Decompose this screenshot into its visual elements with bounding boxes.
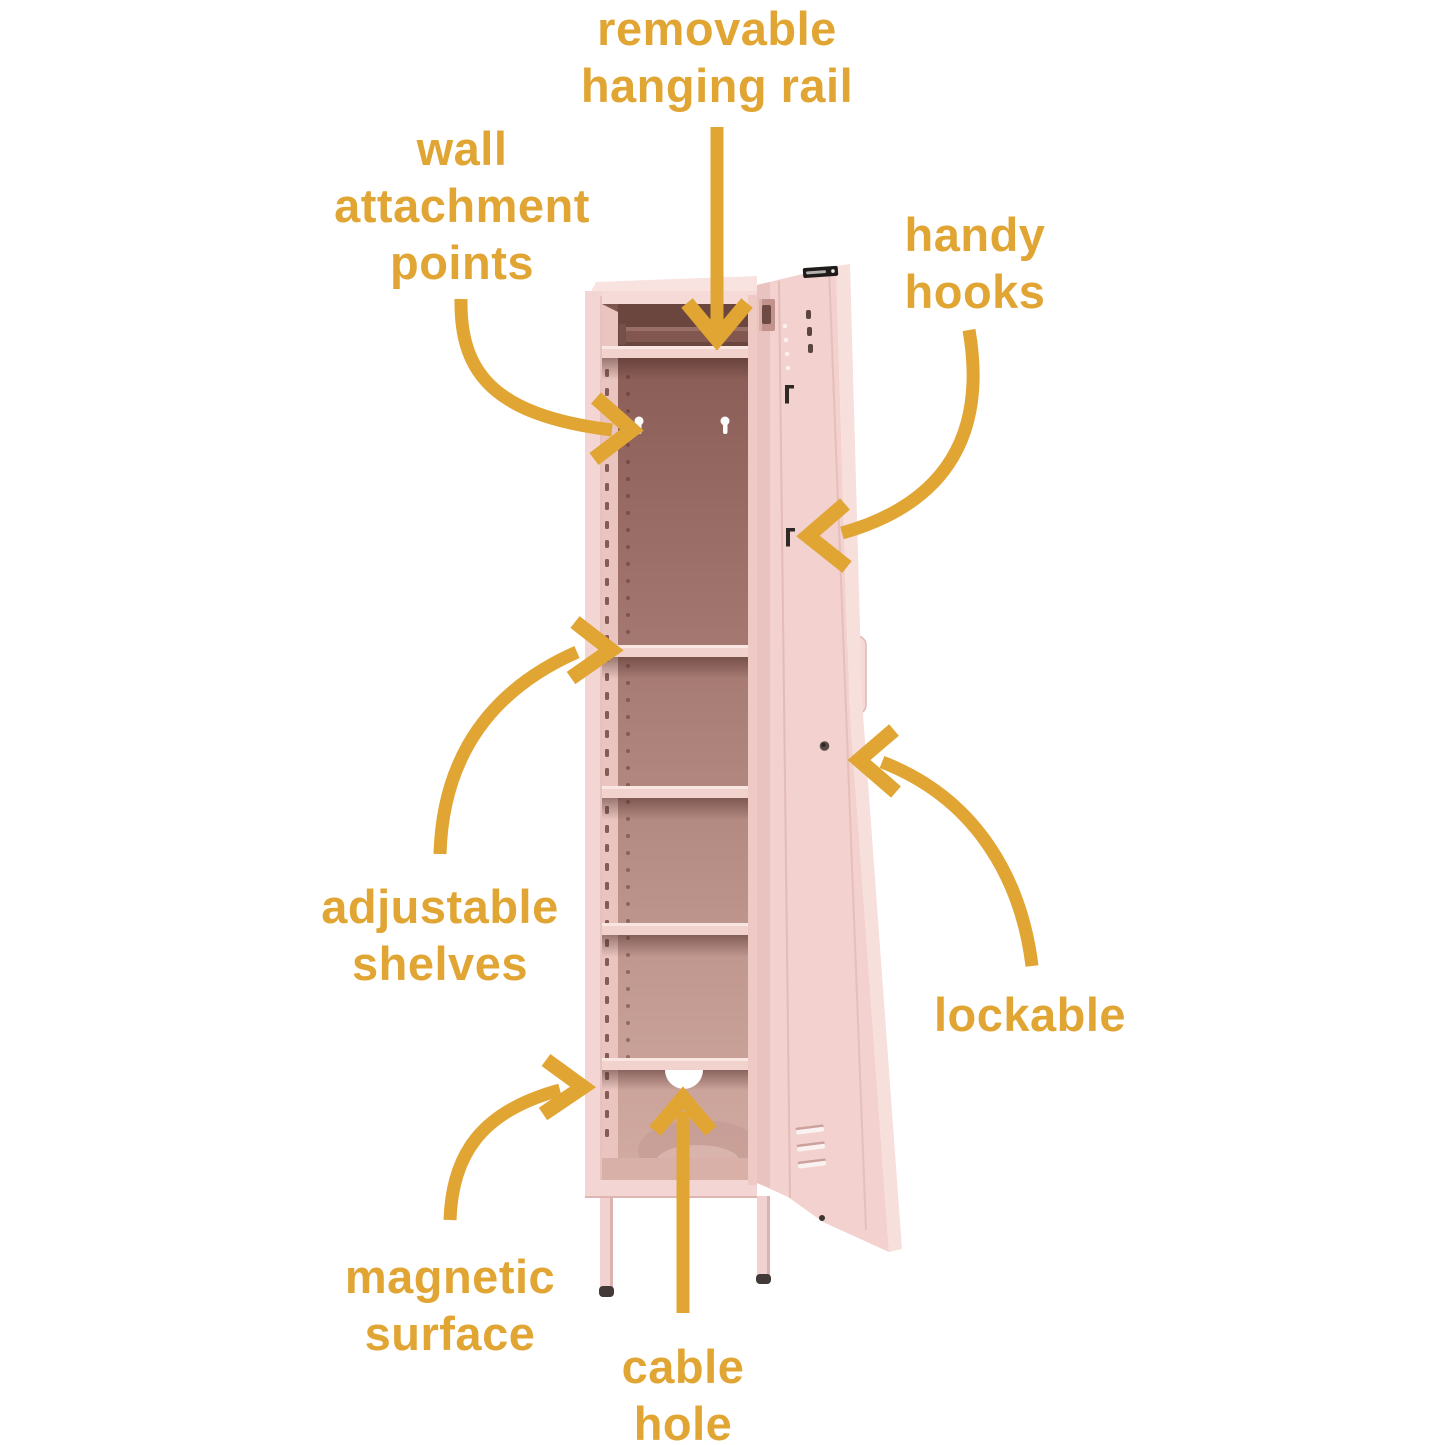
brand-label bbox=[802, 265, 839, 279]
handy-hooks-arrow bbox=[796, 328, 980, 573]
door-hooks bbox=[785, 385, 795, 547]
door-screw bbox=[819, 1215, 825, 1221]
shelf bbox=[602, 645, 757, 679]
magnetic-surface-label: magnetic surface bbox=[344, 1250, 556, 1360]
handy-hooks-label: handy hooks bbox=[904, 208, 1046, 318]
door-lock bbox=[819, 741, 830, 751]
cable-hole-arrow bbox=[649, 1086, 717, 1313]
door-vent-slats bbox=[795, 1124, 827, 1169]
door-vent-holes bbox=[782, 310, 813, 371]
lockable-label: lockable bbox=[933, 988, 1127, 1041]
adjustable-shelves-label: adjustable shelves bbox=[321, 880, 559, 990]
door-latch bbox=[759, 299, 775, 331]
cable-hole bbox=[665, 1070, 703, 1089]
lockable-arrow bbox=[847, 724, 1039, 967]
locker-door bbox=[757, 264, 902, 1252]
hanging-rail-arrow bbox=[681, 127, 753, 351]
wall-attachment-label: wall attachment points bbox=[334, 122, 590, 289]
wall-attachment-arrow bbox=[454, 298, 644, 465]
locker-legs bbox=[599, 1196, 771, 1297]
shelf bbox=[602, 786, 757, 820]
hanging-rail-label: removable hanging rail bbox=[580, 2, 854, 112]
adjustable-shelves-arrow bbox=[433, 616, 624, 855]
shelf bbox=[602, 923, 757, 957]
magnetic-surface-arrow bbox=[443, 1053, 597, 1221]
cable-hole-label: cable hole bbox=[621, 1340, 745, 1445]
